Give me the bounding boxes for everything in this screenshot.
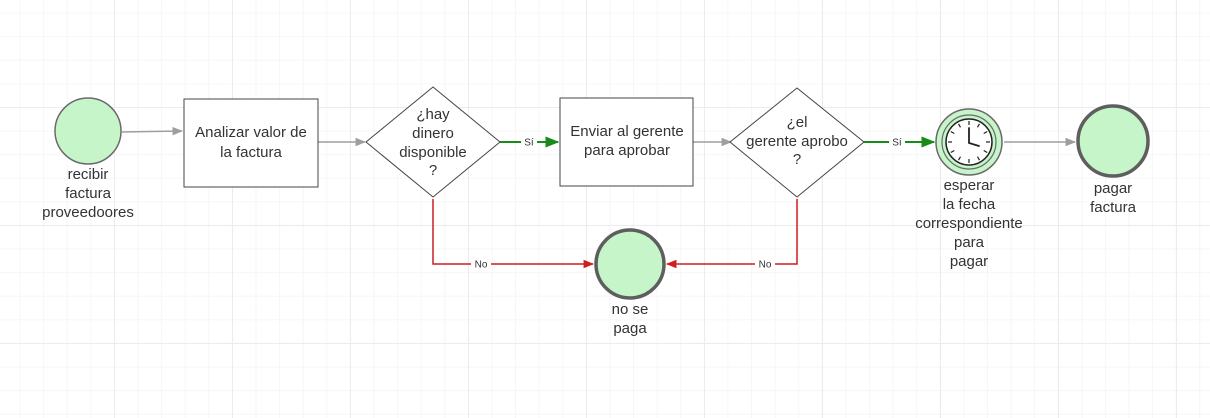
edge-label-money-yes: Sí: [524, 138, 534, 149]
gateway-money-label-line-2: dinero: [412, 125, 454, 142]
timer-event-label-line-3: correspondiente: [915, 215, 1023, 232]
edge-start-to-analyze[interactable]: [121, 126, 184, 136]
edge-label-bg: [889, 136, 905, 148]
gateway-approve-label-line-2: gerente aprobo: [746, 133, 848, 150]
task-send-manager-label-line-2: para aprobar: [584, 142, 670, 159]
start-event-circle[interactable]: [54, 97, 122, 165]
edge-label-approve-yes: Sí: [892, 138, 902, 149]
gateway-approve-label-line-3: ?: [793, 151, 801, 168]
start-event-label-line-3: proveedoores: [42, 204, 134, 221]
gateway-money-label-line-3: disponible: [399, 144, 467, 161]
timer-event-label-line-1: esperar: [944, 177, 995, 194]
edge-approve-no[interactable]: [665, 199, 798, 269]
timer-event-label-line-4: para: [954, 234, 985, 251]
task-analyze-label-line-2: la factura: [220, 144, 282, 161]
edge-label-bg: [521, 136, 537, 148]
timer-event-label-line-5: pagar: [950, 253, 988, 270]
gateway-money-diamond[interactable]: [365, 86, 501, 198]
end-event-pay-label-line-2: factura: [1090, 199, 1137, 216]
end-event-no-pay-label-line-1: no se: [612, 301, 649, 318]
gateway-approve-diamond[interactable]: [729, 87, 865, 198]
task-send-manager-label-line-1: Enviar al gerente: [570, 123, 683, 140]
task-send-manager[interactable]: [559, 97, 694, 187]
timer-event[interactable]: [935, 108, 1003, 176]
timer-event-label-line-2: la fecha: [943, 196, 996, 213]
clock-icon: [945, 118, 993, 166]
timer-event-inner-ring: [941, 114, 997, 170]
start-event-label-line-2: factura: [65, 185, 112, 202]
gateway-money-label-line-4: ?: [429, 162, 437, 179]
edge-label-bg: [755, 258, 775, 270]
task-analyze-label-line-1: Analizar valor de: [195, 124, 307, 141]
edge-label-approve-no: No: [759, 260, 772, 271]
start-event-label-line-1: recibir: [68, 166, 109, 183]
end-event-no-pay-label-line-2: paga: [613, 320, 647, 337]
edge-label-bg: [471, 258, 491, 270]
edge-money-no[interactable]: [432, 199, 595, 269]
edge-label-money-no: No: [475, 260, 488, 271]
gateway-approve-label-line-1: ¿el: [787, 114, 808, 131]
gateway-money-label-line-1: ¿hay: [416, 106, 450, 123]
end-event-no-pay-circle[interactable]: [594, 228, 666, 300]
task-analyze[interactable]: [183, 98, 319, 188]
end-event-pay-circle[interactable]: [1076, 104, 1150, 178]
end-event-pay-label-line-1: pagar: [1094, 180, 1132, 197]
